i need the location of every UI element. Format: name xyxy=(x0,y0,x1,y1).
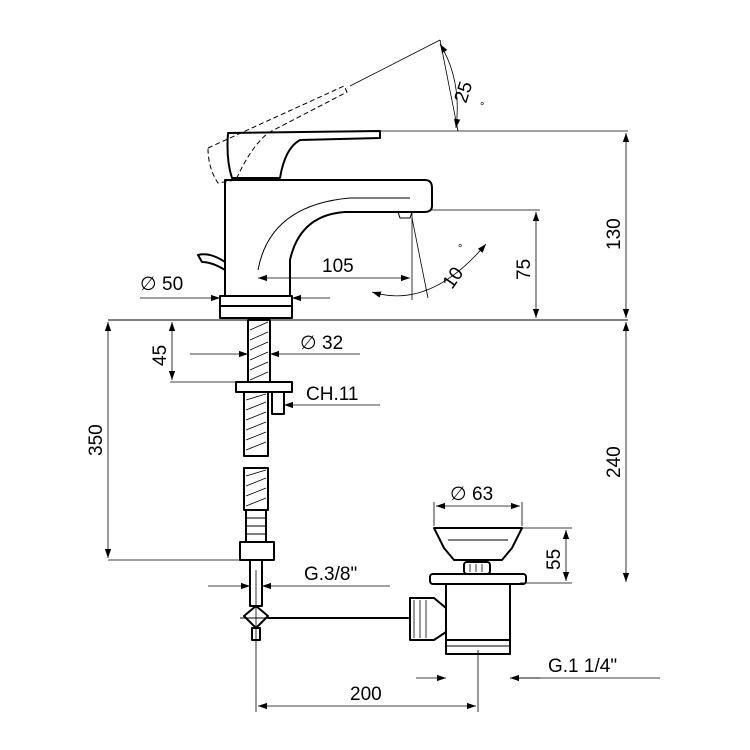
waste-diameter-label: 63 xyxy=(472,484,493,505)
thread-length-label: 45 xyxy=(150,345,171,366)
dim-height-total: 130 xyxy=(604,133,630,318)
dim-deck-to-waste: 240 xyxy=(604,322,630,582)
dim-thread-length: 45 xyxy=(150,322,176,380)
degree-symbol: ° xyxy=(480,101,484,113)
dim-hose-length: 350 xyxy=(86,322,112,558)
dim-lever-angle: 25 ° xyxy=(349,39,484,132)
dim-nut-size: CH.11 xyxy=(284,384,380,409)
aerator xyxy=(397,211,413,219)
dim-spout-angle: 10 ° xyxy=(371,217,487,299)
svg-text:∅: ∅ xyxy=(300,333,317,354)
dim-reach: 105 xyxy=(258,256,410,282)
hose-upper-hatch xyxy=(245,393,267,451)
waste-flange xyxy=(433,527,523,561)
shank-diameter-label: 32 xyxy=(322,333,343,354)
svg-text:∅: ∅ xyxy=(450,484,467,505)
dim-waste-diameter: ∅ 63 xyxy=(433,484,523,526)
deck-to-waste-label: 240 xyxy=(604,446,625,478)
shank-assembly xyxy=(235,319,293,641)
pop-up-knob xyxy=(197,253,226,271)
dim-waste-thread: G.1 1/4" xyxy=(416,656,617,682)
dim-waste-height: 55 xyxy=(544,530,570,581)
spout-body xyxy=(224,179,433,297)
reference-lines xyxy=(108,130,660,712)
dim-rod-length: 200 xyxy=(258,684,476,710)
dim-shank-diameter: ∅ 32 xyxy=(190,333,360,358)
nut-size-label: CH.11 xyxy=(306,384,358,405)
waste-locknut xyxy=(429,573,527,585)
svg-text:°: ° xyxy=(458,243,462,255)
rod-length-label: 200 xyxy=(350,684,382,705)
dim-hose-thread: G.3/8" xyxy=(208,564,390,590)
fixing-nut xyxy=(235,381,293,393)
pop-up-waste xyxy=(409,527,527,655)
rod-clamp xyxy=(243,605,269,629)
spout-highlight xyxy=(257,197,410,271)
base-diameter-label: 50 xyxy=(162,274,183,295)
waste-body xyxy=(445,583,511,641)
height-total-label: 130 xyxy=(604,218,625,250)
hose-upper xyxy=(243,391,269,457)
dim-height-spout: 75 xyxy=(514,212,540,318)
lever xyxy=(226,130,381,179)
hose-length-label: 350 xyxy=(86,424,107,456)
waste-height-label: 55 xyxy=(544,549,565,570)
height-spout-label: 75 xyxy=(514,259,535,280)
hose-nut xyxy=(239,541,275,561)
waste-stopper xyxy=(463,561,491,575)
fixing-rod xyxy=(271,391,285,415)
base-plate xyxy=(219,295,293,307)
angle-spout-label: 10 xyxy=(439,264,468,293)
diameter-symbol: ∅ xyxy=(140,274,157,295)
dim-base-diameter: ∅ 50 xyxy=(140,274,330,302)
waste-side-connector xyxy=(409,597,447,641)
base-ring xyxy=(219,305,293,319)
waste-thread-label: G.1 1/4" xyxy=(548,656,617,677)
faucet-body xyxy=(197,85,433,319)
shank-hatch xyxy=(249,321,269,381)
hose-thread-label: G.3/8" xyxy=(304,564,357,585)
reach-label: 105 xyxy=(322,256,354,277)
hose-lower-hatch xyxy=(245,469,267,507)
